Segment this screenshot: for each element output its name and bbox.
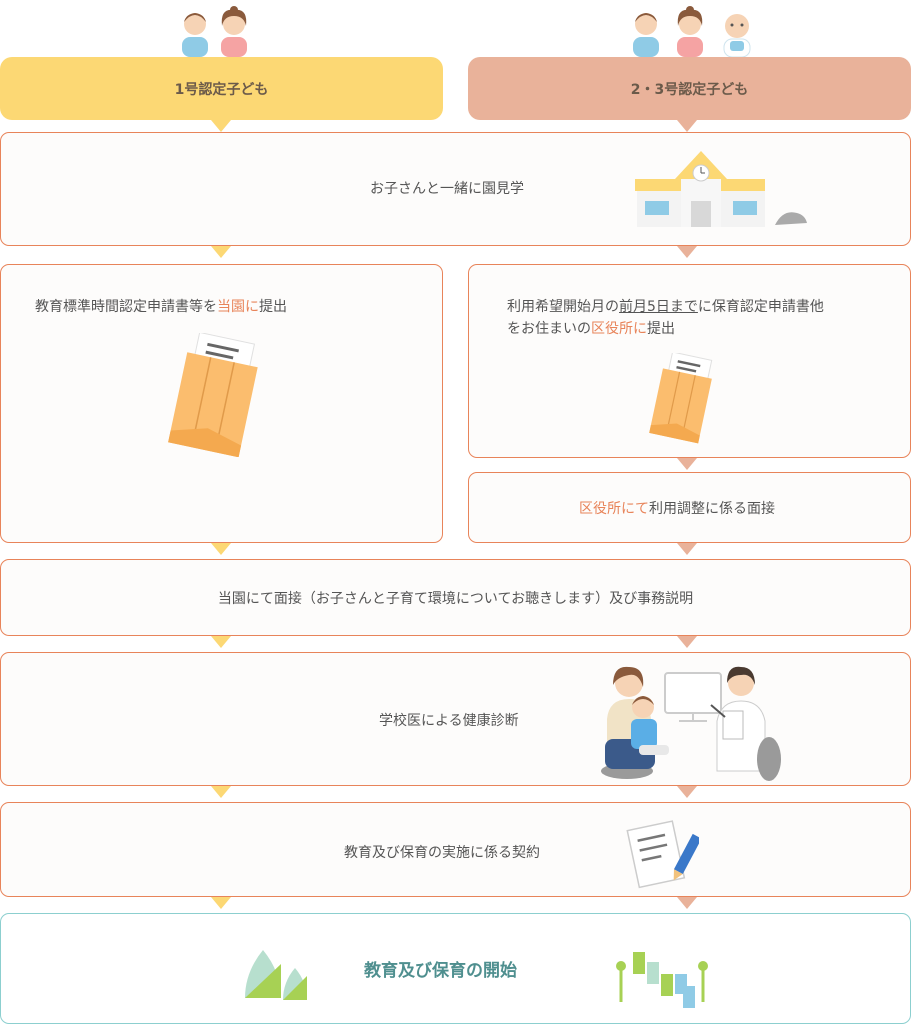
step-health: 学校医による健康診断: [0, 652, 911, 786]
doctor-icon: [601, 666, 781, 781]
arrow-down: [677, 636, 697, 648]
arrow-down: [677, 786, 697, 798]
children-icon-left: [182, 6, 247, 57]
arrow-down: [211, 897, 231, 909]
step-health-text: 学校医による健康診断: [379, 713, 519, 729]
step-right-submit-line1: 利用希望開始月の前月5日までに保育認定申請書他: [507, 295, 824, 319]
arrow-down: [211, 543, 231, 555]
arrow-down: [211, 120, 231, 132]
submit-highlight: 当園に: [217, 299, 259, 315]
chart-icon: [616, 952, 708, 1008]
step-contract-text: 教育及び保育の実施に係る契約: [344, 845, 540, 861]
submit-text: をお住まいの: [507, 321, 591, 337]
school-icon: [635, 151, 807, 227]
arrow-down: [211, 786, 231, 798]
children-icon-right: [633, 6, 751, 58]
submit-highlight: 区役所に: [591, 321, 647, 337]
envelope-icon: [168, 333, 258, 457]
step-right-submit: 利用希望開始月の前月5日までに保育認定申請書他 をお住まいの区役所に提出: [468, 264, 911, 458]
submit-text-end: 提出: [647, 321, 675, 337]
step-left-submit: 教育標準時間認定申請書等を当園に提出: [0, 264, 443, 543]
step-interview-text: 当園にて面接（お子さんと子育て環境についてお聴きします）及び事務説明: [217, 591, 694, 607]
sprout-icon: [245, 950, 307, 1000]
arrow-down: [677, 246, 697, 258]
step-right-interview-text: 区役所にて利用調整に係る面接: [579, 497, 775, 521]
interview-highlight: 区役所にて: [579, 501, 649, 517]
step-left-submit-text: 教育標準時間認定申請書等を当園に提出: [35, 295, 287, 319]
submit-text-end: 提出: [259, 299, 287, 315]
arrow-down: [677, 543, 697, 555]
arrow-down: [677, 458, 697, 470]
step-right-interview: 区役所にて利用調整に係る面接: [468, 472, 911, 543]
arrow-down: [211, 246, 231, 258]
header-type1-label: 1号認定子ども: [174, 81, 269, 98]
step-interview: 当園にて面接（お子さんと子育て環境についてお聴きします）及び事務説明: [0, 559, 911, 636]
header-type1: 1号認定子ども: [0, 57, 443, 120]
arrow-down: [211, 636, 231, 648]
header-type23: 2・3号認定子ども: [468, 57, 911, 120]
step-contract: 教育及び保育の実施に係る契約: [0, 802, 911, 897]
deadline-text: 前月5日まで: [619, 299, 698, 315]
step-start: 教育及び保育の開始: [0, 913, 911, 1024]
interview-text: 利用調整に係る面接: [649, 501, 775, 517]
arrow-down: [677, 897, 697, 909]
submit-text: に保育認定申請書他: [697, 299, 824, 315]
arrow-down: [677, 120, 697, 132]
step-right-submit-line2: をお住まいの区役所に提出: [507, 317, 675, 341]
step-start-text: 教育及び保育の開始: [364, 961, 517, 981]
submit-text: 利用希望開始月の: [507, 299, 619, 315]
step-visit-text: お子さんと一緒に園見学: [370, 181, 524, 197]
header-type23-label: 2・3号認定子ども: [630, 81, 749, 98]
envelope-icon: [649, 353, 713, 444]
step-visit: お子さんと一緒に園見学: [0, 132, 911, 246]
submit-text: 教育標準時間認定申請書等を: [35, 299, 217, 315]
document-pen-icon: [626, 820, 699, 889]
